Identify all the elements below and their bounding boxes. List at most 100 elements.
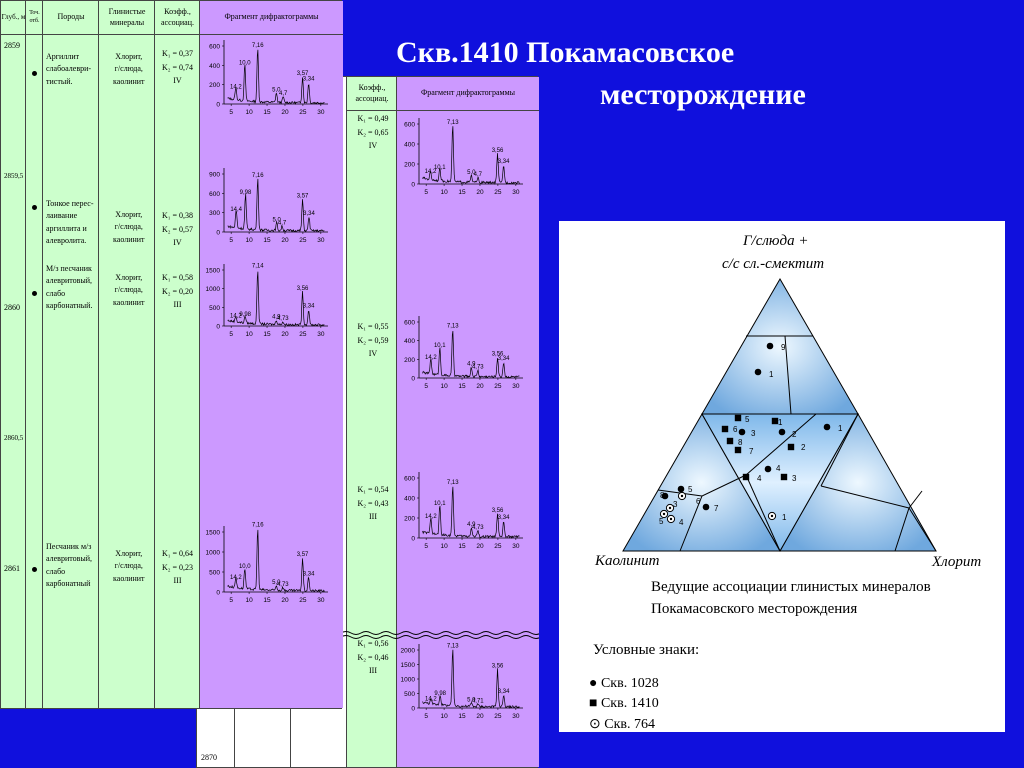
ternary-point-label: 7 (749, 447, 754, 456)
ternary-point-label: 3 (673, 500, 678, 509)
header-coef: Коэфф., ассоциац. (155, 1, 200, 35)
triangle-top (701, 278, 859, 415)
class-text: IV (368, 349, 378, 359)
ternary-point-circle-dot: 5 (659, 509, 669, 526)
ternary-point-label: 3 (792, 474, 797, 483)
ternary-point-label: 2 (792, 430, 797, 439)
legend-label: Скв. 764 (604, 717, 655, 732)
header-depth: Глуб., м (1, 1, 26, 35)
text-line: г/слюда, (114, 561, 143, 571)
depth-label: 2859,5 (4, 172, 24, 180)
text-line: Хлорит, (115, 273, 143, 282)
back-col-coef (347, 77, 397, 767)
k2-text: K₂ = 0,20 (161, 286, 194, 296)
legend-title: Условные знаки: (593, 642, 700, 658)
ternary-point-square: 8 (726, 437, 743, 447)
ternary-point-label: 1 (778, 418, 783, 427)
k2-text: K₂ = 0,65 (357, 127, 389, 137)
k1-text: K₁ = 0,64 (161, 549, 194, 558)
apex-top-label: с/с сл.-смектит (722, 256, 825, 272)
ternary-point-label: 6 (696, 497, 701, 506)
col-depth (1, 1, 26, 708)
depth-label: 2859 (4, 41, 20, 50)
text-line: каолинит (113, 297, 145, 307)
text-line: слабоалеври- (46, 64, 92, 74)
k1-text: K₁ = 0,38 (161, 211, 194, 220)
sample-point (32, 71, 37, 76)
sample-point (32, 567, 37, 572)
ternary-point-label: 6 (733, 425, 738, 434)
text-line: карбонатный. (46, 301, 93, 311)
ternary-point-label: 3 (751, 429, 756, 438)
subdivision-lines (657, 335, 937, 552)
ternary-point-square: 4 (742, 473, 762, 483)
text-line: алевролита. (46, 236, 87, 246)
ternary-point-square: 5 (734, 414, 750, 424)
col-coef (155, 1, 200, 708)
text-line: г/слюда, (114, 64, 143, 74)
ternary-point-square: 3 (780, 473, 797, 483)
ternary-point-square: 1 (771, 417, 783, 427)
text-line: Песчаник м/з (46, 542, 92, 551)
k1-text: K₁ = 0,37 (161, 49, 194, 58)
break-wave (341, 631, 539, 639)
clay-minerals-2: Хлорит,г/слюда,каолинит (113, 209, 145, 246)
class-text: III (369, 512, 377, 522)
front-table: Глуб., м Точ. отб. Породы Глинистые мине… (0, 0, 343, 709)
text-line: каолинит (113, 76, 145, 86)
rock-description-1: Аргиллит слабоалеври-тистый. (46, 51, 91, 88)
circle-dot-marker-icon: ⊙ (589, 717, 601, 732)
k2-text: K₂ = 0,57 (161, 224, 194, 234)
ternary-point-label: 1 (782, 513, 787, 522)
ternary-point-circle: 1 (754, 368, 774, 379)
ternary-panel: Г/слюда + с/с сл.-смектит Каолинит Хлори… (559, 221, 1005, 732)
ternary-point-label: 2 (801, 443, 806, 452)
k1-text: K₁ = 0,56 (357, 639, 389, 648)
ternary-point-label: 1 (769, 370, 774, 379)
apex-right-label: Хлорит (932, 554, 982, 570)
text-line: г/слюда, (114, 285, 143, 295)
k2-text: K₂ = 0,46 (357, 652, 389, 662)
ternary-point-label: 4 (757, 474, 762, 483)
ternary-point-square: 6 (721, 425, 738, 434)
text-line: аргиллита и (46, 223, 87, 233)
slide-title-line1: Скв.1410 Покамасовское (396, 36, 735, 69)
apex-top-label: Г/слюда + (743, 233, 809, 249)
header-rocks: Породы (43, 1, 99, 35)
ternary-point-label: 8 (738, 438, 743, 447)
legend-label: Скв. 1028 (600, 676, 659, 691)
text-line: Аргиллит (46, 52, 80, 61)
text-line: слабо (46, 566, 66, 576)
caption-line: Покамасовского месторождения (651, 601, 858, 617)
text-line: тистый. (46, 76, 73, 86)
text-line: алевритовый, (46, 554, 93, 564)
apex-left-label: Каолинит (595, 553, 660, 569)
ternary-point-label: 5 (659, 517, 664, 526)
legend-label: Скв. 1410 (600, 696, 659, 711)
k1-text: K₁ = 0,49 (357, 114, 389, 123)
ternary-point-label: 1 (838, 424, 843, 433)
slide-title-line2: месторождение (600, 78, 806, 111)
k1-text: K₁ = 0,58 (161, 273, 194, 282)
k2-text: K₂ = 0,23 (161, 562, 194, 572)
clay-minerals-3: Хлорит, г/слюда, каолинит (113, 272, 145, 309)
col-clay (99, 1, 155, 708)
text-line: М/з песчаник (46, 264, 92, 273)
ternary-point-circle: 9 (766, 342, 786, 352)
class-text: IV (368, 141, 378, 151)
text-line: каолинит (113, 573, 145, 583)
k1-text: K₁ = 0,54 (357, 485, 389, 494)
legend-item-1028: ● Скв. 1028 (589, 676, 659, 692)
ternary-point-circle: 5 (677, 485, 693, 494)
text-line: Хлорит, (115, 549, 143, 558)
